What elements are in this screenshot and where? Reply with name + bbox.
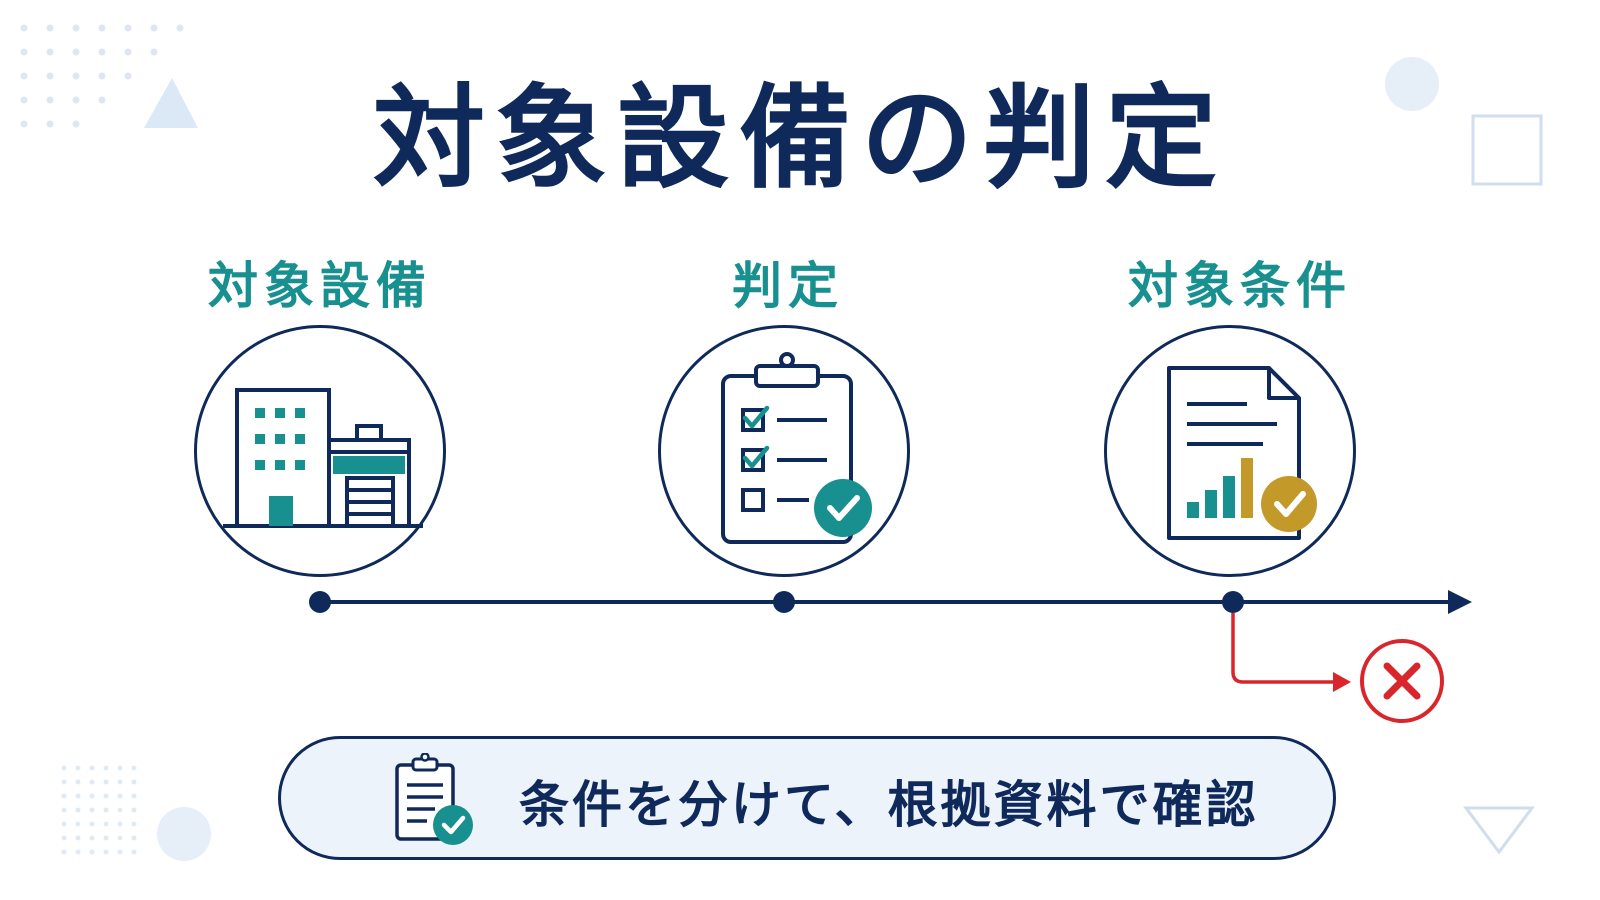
summary-banner: 条件を分けて、根拠資料で確認 — [278, 736, 1336, 860]
dot-grid-top-left — [20, 24, 184, 128]
step-label-judgment: 判定 — [732, 257, 844, 315]
timeline-node-3 — [1222, 591, 1244, 613]
step-circle-judgment — [658, 325, 910, 577]
timeline-node-2 — [773, 591, 795, 613]
summary-text: 条件を分けて、根拠資料で確認 — [519, 776, 1259, 834]
branch-connector — [1231, 613, 1336, 684]
circle-shape-top-right — [1385, 57, 1439, 111]
triangle-shape — [144, 78, 198, 128]
report-document-icon — [1167, 366, 1317, 540]
step-circle-target-conditions — [1104, 325, 1356, 577]
square-outline-shape — [1471, 114, 1543, 186]
timeline-arrowhead — [1448, 590, 1472, 614]
reject-x-icon — [1360, 639, 1444, 723]
step-label-target-equipment: 対象設備 — [208, 257, 432, 315]
clipboard-check-icon — [721, 352, 872, 544]
clipboard-check-icon — [395, 753, 473, 845]
page-title: 対象設備の判定 — [373, 74, 1227, 204]
step-circle-target-equipment — [194, 325, 446, 577]
down-triangle-outline-shape — [1463, 806, 1535, 855]
timeline-node-1 — [309, 591, 331, 613]
dot-grid-bottom-left — [61, 765, 137, 855]
building-icon — [223, 388, 423, 528]
step-label-target-conditions: 対象条件 — [1128, 257, 1352, 315]
circle-shape-bottom-left — [157, 807, 211, 861]
branch-arrowhead — [1333, 672, 1351, 692]
